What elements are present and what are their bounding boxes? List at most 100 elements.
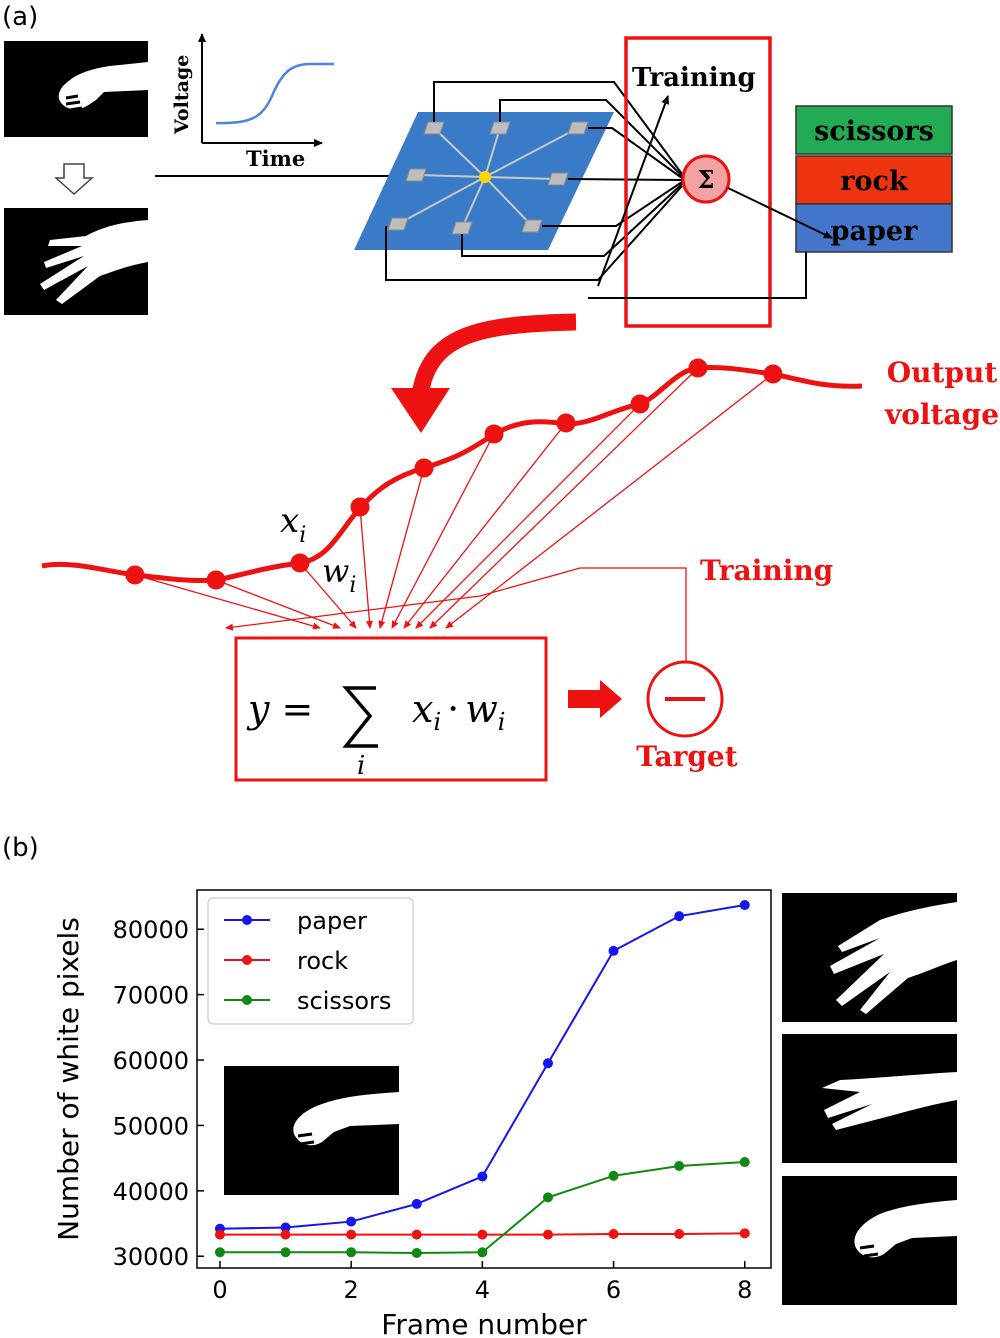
data-point-rock bbox=[280, 1229, 291, 1240]
y-tick-label: 60000 bbox=[113, 1047, 189, 1075]
data-point-rock bbox=[542, 1229, 553, 1240]
svg-text:xi: xi bbox=[280, 501, 306, 548]
training-box-label: Training bbox=[632, 63, 756, 93]
class-label-paper: paper bbox=[831, 216, 918, 247]
target-label: Target bbox=[636, 740, 737, 773]
training-box bbox=[624, 36, 772, 328]
readout-wires bbox=[385, 81, 683, 281]
class-output-boxes: scissors rock paper bbox=[795, 105, 953, 253]
x-tick-label: 6 bbox=[606, 1276, 621, 1304]
class-box-scissors bbox=[795, 105, 953, 155]
x-tick-label: 0 bbox=[212, 1276, 227, 1304]
x-tick-label: 2 bbox=[344, 1276, 359, 1304]
legend-label-rock: rock bbox=[297, 947, 348, 975]
legend-label-scissors: scissors bbox=[297, 987, 391, 1015]
data-point-paper bbox=[477, 1171, 488, 1182]
sum-node: Σ bbox=[681, 154, 731, 204]
data-point-scissors bbox=[608, 1170, 619, 1181]
voltage-time-inset: Voltage Time bbox=[171, 33, 334, 171]
data-point-rock bbox=[346, 1229, 357, 1240]
data-point-rock bbox=[411, 1229, 422, 1240]
hand-image-paper-right bbox=[782, 893, 957, 1022]
formula-w-sub: i bbox=[498, 708, 506, 736]
time-axis-label: Time bbox=[246, 146, 305, 171]
x-tick-label: 8 bbox=[737, 1276, 752, 1304]
reservoir-device bbox=[354, 112, 614, 250]
weighted-sum-formula: y = i xi·wi bbox=[246, 686, 505, 781]
sample-points bbox=[125, 358, 783, 590]
target-node bbox=[646, 660, 724, 738]
formula-sum-index: i bbox=[357, 751, 365, 781]
y-tick-label: 30000 bbox=[113, 1243, 189, 1271]
training-arrow bbox=[597, 95, 669, 287]
class-label-rock: rock bbox=[840, 166, 909, 197]
output-voltage-label-line2: voltage bbox=[884, 398, 999, 431]
data-point-scissors bbox=[542, 1192, 553, 1203]
data-point-scissors bbox=[346, 1247, 357, 1258]
plot-frame bbox=[196, 889, 772, 1269]
formula-lhs: y = bbox=[246, 687, 313, 731]
down-arrow-icon bbox=[54, 163, 94, 196]
legend-item-paper: paper bbox=[224, 907, 367, 935]
hand-image-paper bbox=[4, 208, 148, 315]
class-box-paper bbox=[795, 203, 953, 253]
formula-dot: · bbox=[447, 687, 459, 731]
formula-x-sub: i bbox=[433, 708, 441, 736]
data-point-rock bbox=[477, 1229, 488, 1240]
data-point-scissors bbox=[739, 1157, 750, 1168]
wi-subscript: i bbox=[349, 573, 356, 598]
svg-text:wi: wi bbox=[322, 552, 356, 598]
data-point-paper bbox=[280, 1222, 291, 1233]
legend-item-rock: rock bbox=[224, 947, 348, 975]
hand-image-rock-right bbox=[782, 1176, 957, 1305]
svg-text:xi·wi: xi·wi bbox=[412, 687, 505, 736]
legend: paper rock scissors bbox=[207, 897, 414, 1025]
output-voltage-curve bbox=[41, 364, 863, 584]
data-point-scissors bbox=[411, 1247, 422, 1258]
data-point-rock bbox=[214, 1229, 225, 1240]
panel-b-label: (b) bbox=[2, 833, 39, 863]
hand-image-rock bbox=[4, 41, 148, 137]
voltage-axis-label: Voltage bbox=[171, 55, 193, 135]
data-point-scissors bbox=[214, 1247, 225, 1258]
legend-label-paper: paper bbox=[297, 907, 367, 935]
data-point-rock bbox=[608, 1228, 619, 1239]
formula-to-target-arrow bbox=[568, 680, 622, 718]
series-lines bbox=[214, 900, 750, 1258]
xi-label: x bbox=[280, 501, 299, 541]
x-tick-label: 4 bbox=[475, 1276, 490, 1304]
hand-image-scissors-right bbox=[782, 1034, 957, 1163]
data-point-paper bbox=[608, 945, 619, 956]
sum-icon: Σ bbox=[698, 165, 715, 194]
data-point-paper bbox=[674, 911, 685, 922]
y-axis-label: Number of white pixels bbox=[52, 917, 85, 1241]
data-point-paper bbox=[346, 1216, 357, 1227]
x-axis-label: Frame number bbox=[381, 1308, 587, 1338]
hand-image-rock-inset bbox=[224, 1066, 399, 1195]
formula-x: x bbox=[412, 687, 433, 731]
data-point-scissors bbox=[477, 1247, 488, 1258]
class-label-scissors: scissors bbox=[814, 116, 934, 147]
data-point-paper bbox=[542, 1058, 553, 1069]
weight-lines bbox=[134, 367, 774, 662]
training-label: Training bbox=[700, 554, 833, 587]
y-tick-label: 40000 bbox=[113, 1178, 189, 1206]
y-tick-label: 80000 bbox=[113, 916, 189, 944]
sum-to-class-arrow bbox=[727, 187, 833, 239]
data-point-scissors bbox=[280, 1247, 291, 1258]
panel-a-label: (a) bbox=[2, 2, 38, 32]
output-voltage-label-line1: Output bbox=[887, 356, 998, 389]
data-point-rock bbox=[739, 1228, 750, 1239]
class-feedback-wire bbox=[588, 252, 807, 299]
wi-label: w bbox=[322, 552, 349, 590]
data-point-paper bbox=[411, 1198, 422, 1209]
xi-subscript: i bbox=[299, 523, 306, 548]
data-point-rock bbox=[674, 1228, 685, 1239]
formula-box bbox=[234, 636, 548, 782]
class-box-rock bbox=[795, 155, 953, 205]
formula-w: w bbox=[465, 687, 498, 731]
data-point-scissors bbox=[674, 1160, 685, 1171]
